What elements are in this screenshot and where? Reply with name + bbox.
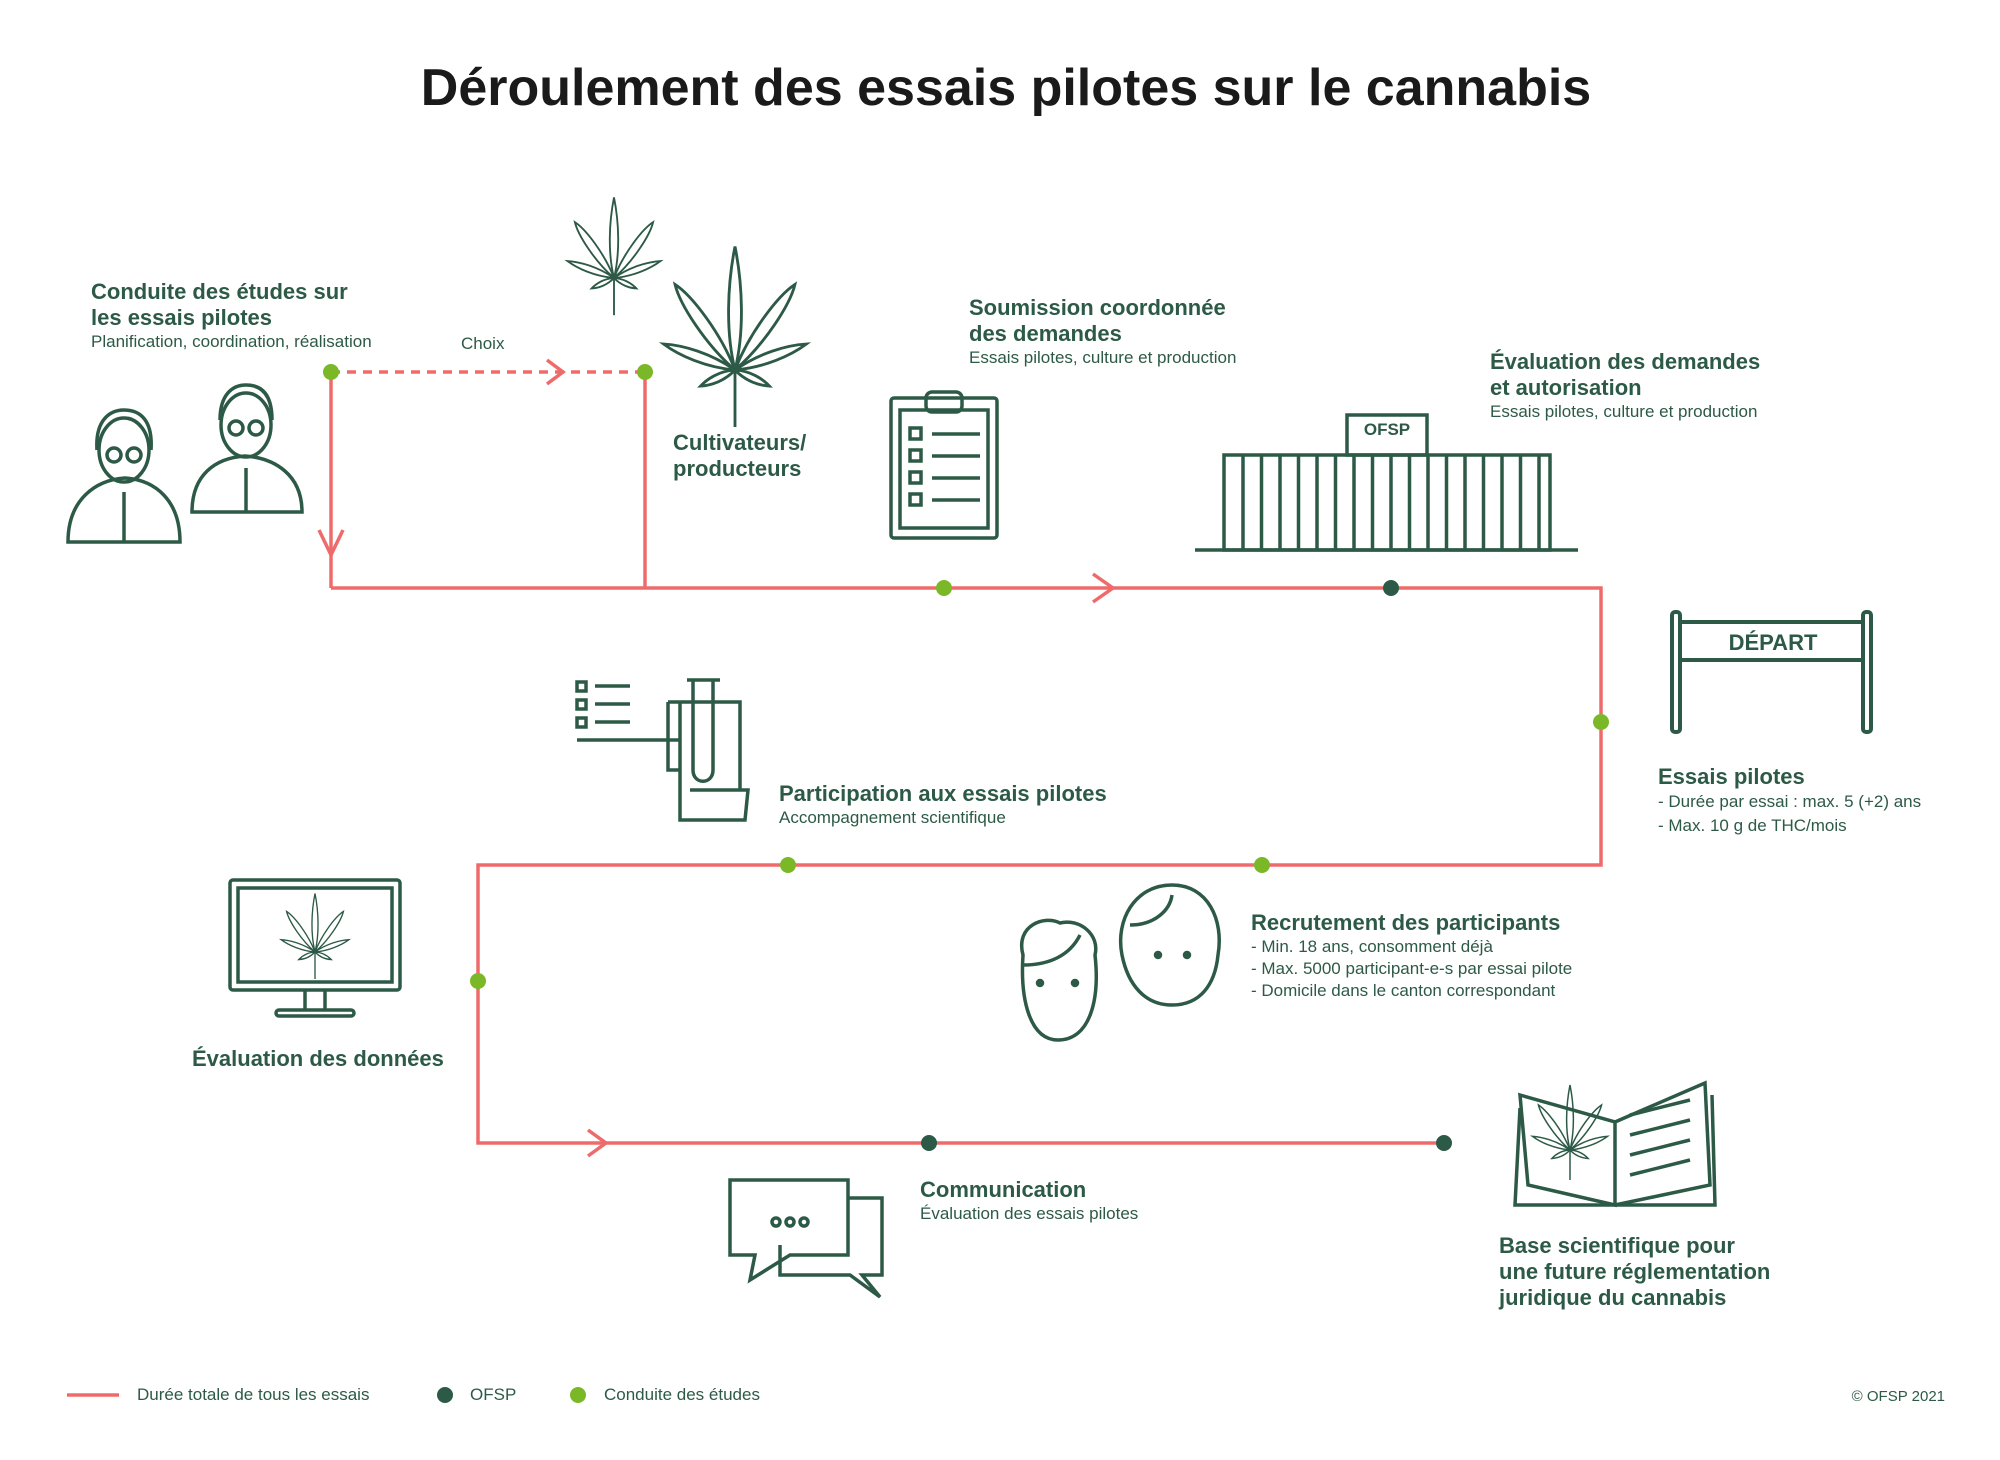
step-title: Essais pilotes — [1658, 764, 1805, 789]
legend-studies-dot — [570, 1387, 586, 1403]
step-title: des demandes — [969, 321, 1122, 346]
arrow-right-icon — [1091, 572, 1117, 604]
step-title: Recrutement des participants — [1251, 910, 1561, 935]
ofsp-dot — [1383, 580, 1399, 596]
studies-dot — [1593, 714, 1609, 730]
step-title: et autorisation — [1490, 375, 1642, 400]
step-communication: Communication Évaluation des essais pilo… — [920, 1177, 1138, 1225]
step-subtitle: Planification, coordination, réalisation — [91, 332, 372, 351]
step-title: juridique du cannabis — [1499, 1285, 1727, 1310]
ofsp-dot — [1436, 1135, 1452, 1151]
step-cultivateurs: Cultivateurs/ producteurs — [673, 430, 806, 482]
start-gate-icon — [1670, 610, 1873, 734]
step-soumission: Soumission coordonnée des demandes Essai… — [969, 295, 1236, 369]
legend-ofsp-label: OFSP — [470, 1385, 517, 1404]
legend-path-label: Durée totale de tous les essais — [137, 1385, 370, 1404]
ofsp-dot — [921, 1135, 937, 1151]
chat-bubbles-icon — [728, 1178, 884, 1299]
step-subtitle: Essais pilotes, culture et production — [1490, 402, 1758, 421]
arrow-icon — [545, 358, 566, 386]
step-subtitle: Évaluation des essais pilotes — [920, 1204, 1139, 1223]
step-title: une future réglementation — [1499, 1259, 1771, 1284]
step-evaluation-donnees: Évaluation des données — [192, 1046, 444, 1071]
step-title: Base scientifique pour — [1499, 1233, 1735, 1258]
page-title: Déroulement des essais pilotes sur le ca… — [420, 59, 1592, 117]
step-subtitle: Essais pilotes, culture et production — [969, 348, 1237, 367]
arrow-down-icon — [317, 529, 345, 560]
step-essais-pilotes: Essais pilotes - Durée par essai : max. … — [1658, 764, 1921, 838]
researchers-icon — [66, 383, 304, 544]
step-evaluation-demandes: Évaluation des demandes et autorisation … — [1490, 349, 1760, 423]
step-title: producteurs — [673, 456, 802, 481]
step-detail: - Domicile dans le canton correspondant — [1251, 981, 1556, 1000]
step-detail: - Max. 5000 participant-e-s par essai pi… — [1251, 959, 1573, 978]
step-title: Évaluation des demandes — [1490, 349, 1761, 374]
lab-test-tube-icon — [575, 678, 750, 822]
step-conduite: Conduite des études sur les essais pilot… — [91, 279, 372, 353]
studies-dot — [323, 364, 339, 380]
studies-dot — [780, 857, 796, 873]
milestone-dots — [323, 364, 1609, 1151]
cannabis-leaf-icon — [660, 245, 810, 429]
step-detail: - Max. 10 g de THC/mois — [1658, 816, 1847, 835]
cannabis-leaf-icon — [565, 196, 663, 317]
arrow-right-icon — [586, 1128, 609, 1158]
step-title: Soumission coordonnée — [969, 295, 1226, 320]
participants-icon — [1019, 883, 1221, 1042]
studies-dot — [936, 580, 952, 596]
studies-dot — [1254, 857, 1270, 873]
step-subtitle: Accompagnement scientifique — [779, 808, 1006, 827]
step-participation: Participation aux essais pilotes Accompa… — [779, 781, 1107, 829]
cannabis-leaf-icon — [1530, 1084, 1610, 1181]
cannabis-leaf-icon — [279, 892, 351, 980]
open-book-icon — [1513, 1080, 1717, 1208]
legend-ofsp-dot — [437, 1387, 453, 1403]
legend-studies-label: Conduite des études — [604, 1385, 760, 1404]
copyright: © OFSP 2021 — [1851, 1388, 1945, 1405]
building-sign: OFSP — [1364, 420, 1410, 439]
step-title: Communication — [920, 1177, 1087, 1202]
step-title: Cultivateurs/ — [673, 430, 807, 455]
step-base-scientifique: Base scientifique pour une future réglem… — [1499, 1233, 1770, 1311]
step-detail: - Min. 18 ans, consomment déjà — [1251, 937, 1493, 956]
studies-dot — [470, 973, 486, 989]
step-detail: - Durée par essai : max. 5 (+2) ans — [1658, 792, 1922, 811]
studies-dot — [637, 364, 653, 380]
step-recrutement: Recrutement des participants - Min. 18 a… — [1251, 910, 1572, 1002]
step-title: Conduite des études sur — [91, 279, 348, 304]
step-title: les essais pilotes — [91, 305, 272, 330]
choice-label: Choix — [461, 334, 505, 353]
start-sign: DÉPART — [1729, 630, 1818, 655]
clipboard-icon — [889, 390, 999, 540]
step-title: Participation aux essais pilotes — [779, 781, 1107, 806]
monitor-icon — [228, 878, 402, 1018]
ofsp-building-icon — [1195, 413, 1578, 552]
